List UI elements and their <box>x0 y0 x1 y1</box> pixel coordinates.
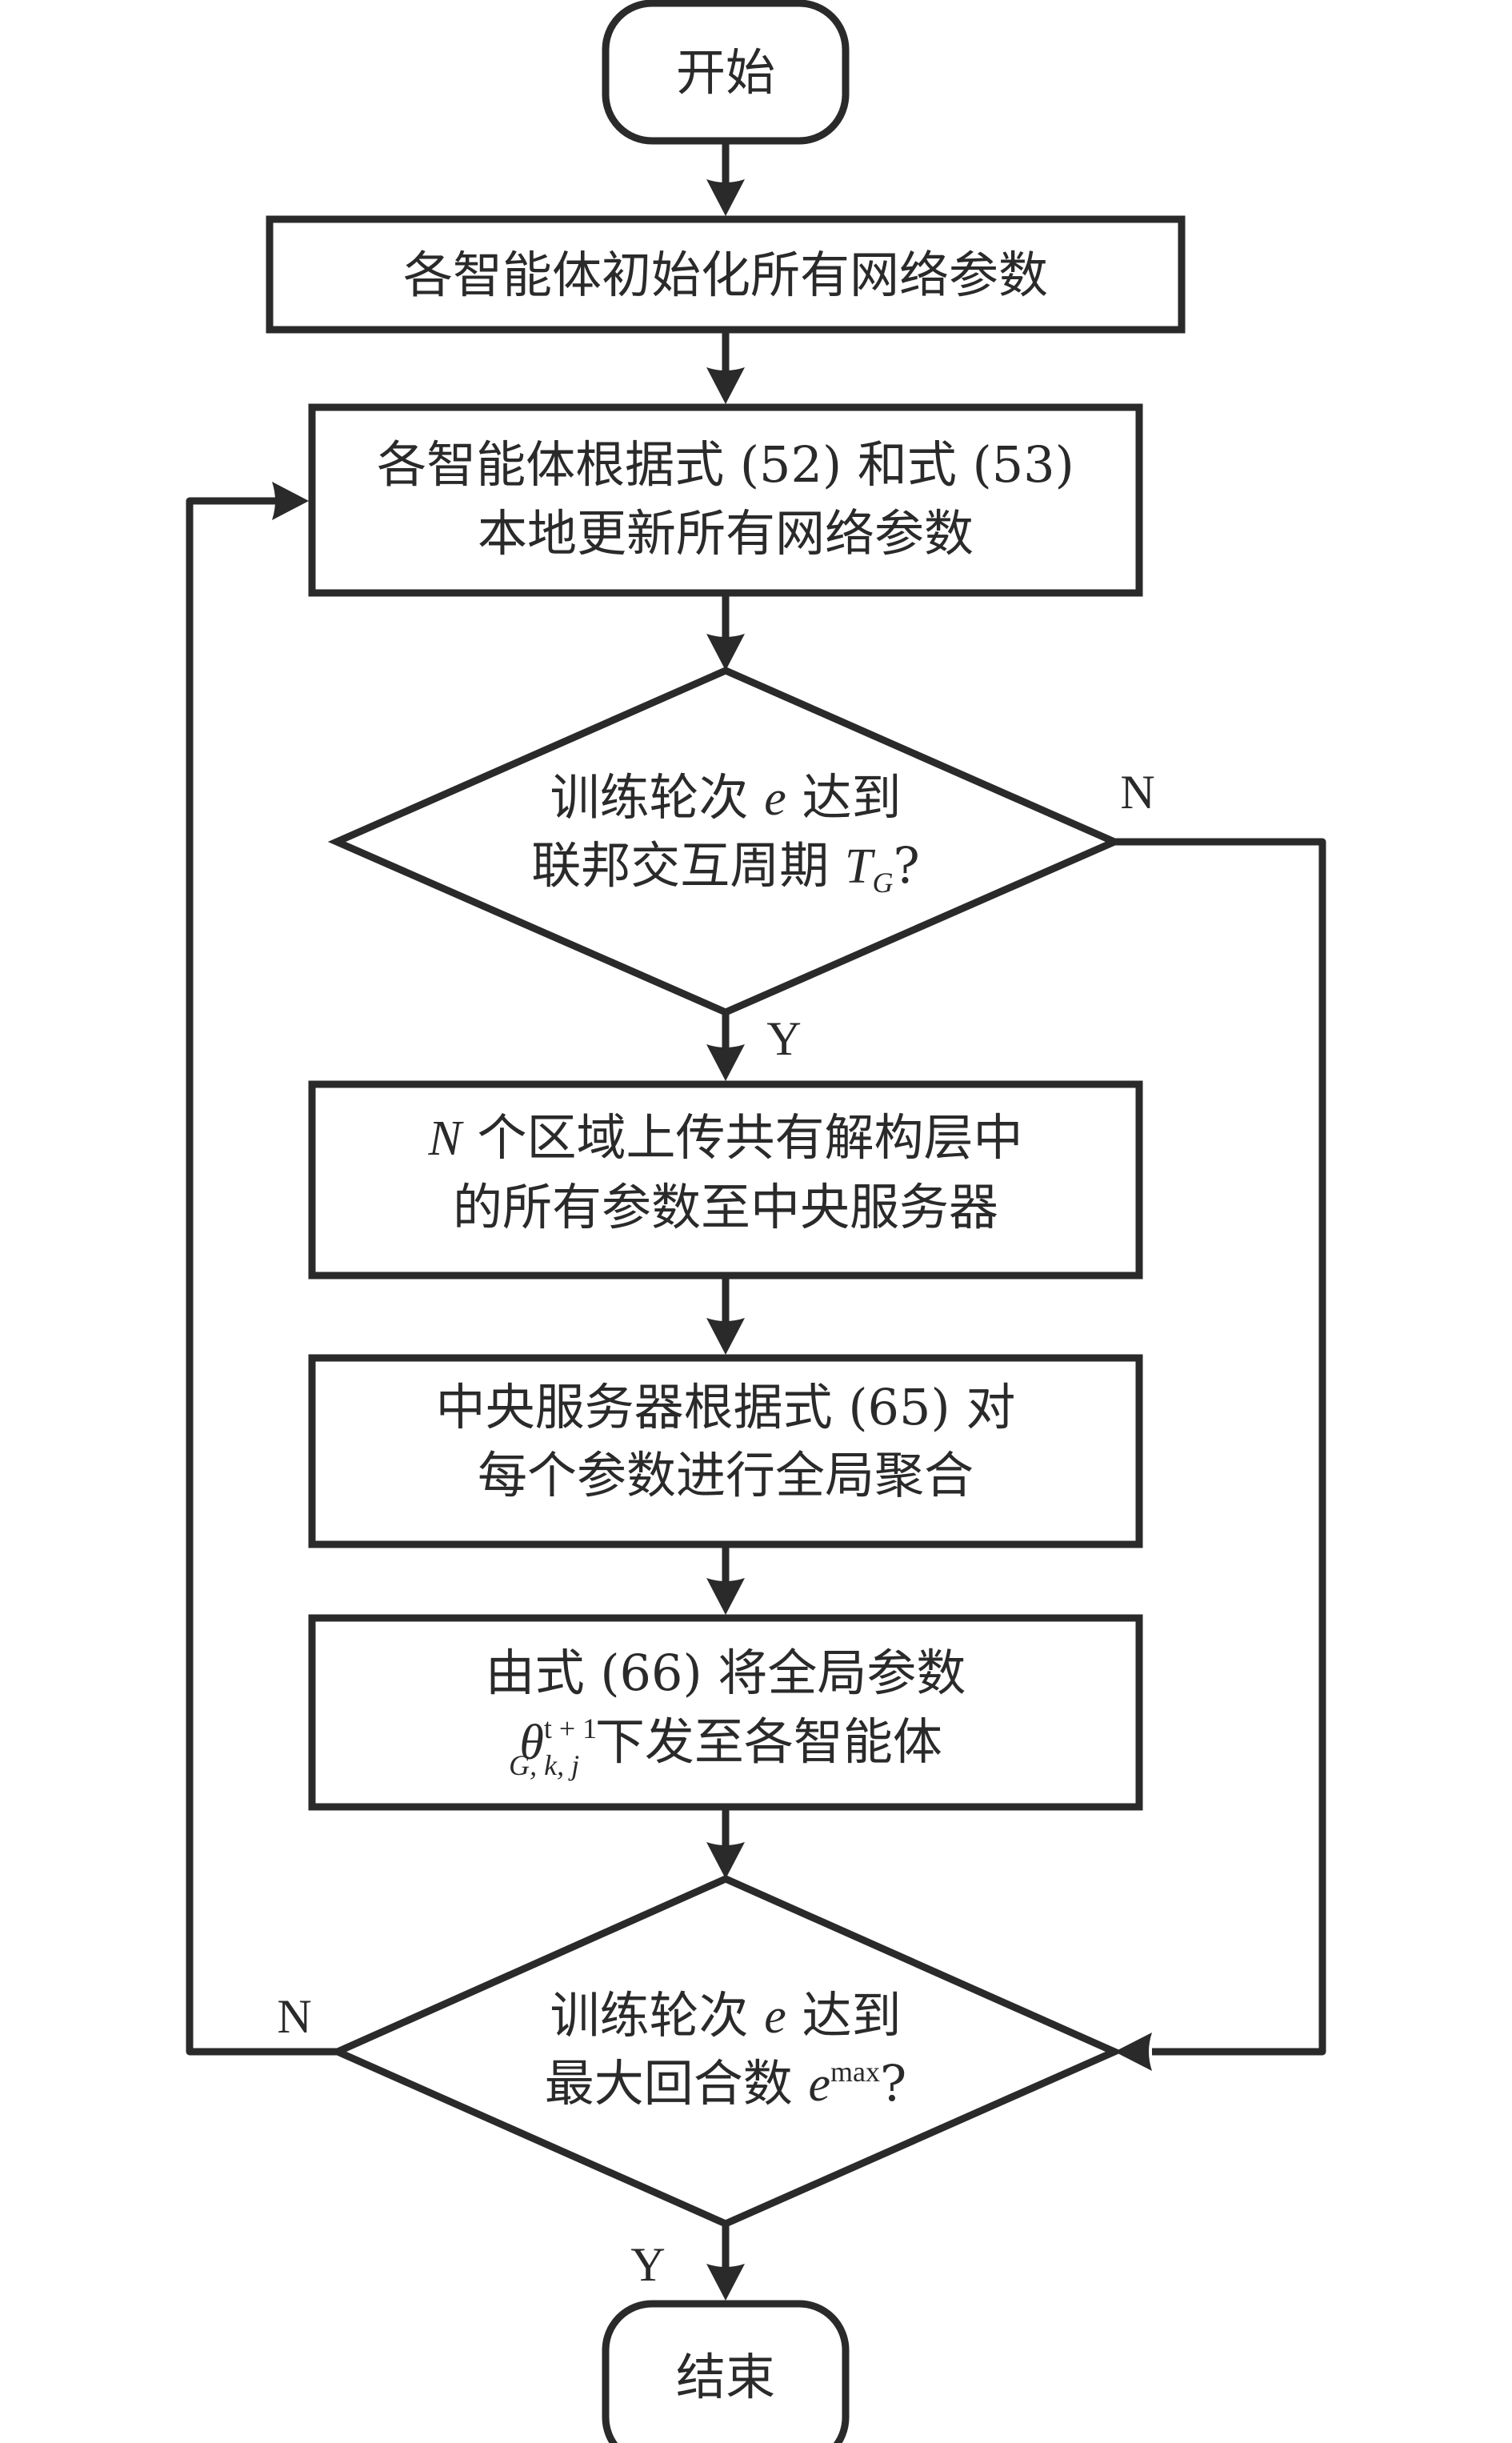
start-node: 开始 <box>602 0 850 145</box>
upload-label-line2: 的所有参数至中央服务器 <box>453 1178 998 1236</box>
upload-label-line1: N 个区域上传共有解构层中 <box>427 1108 1022 1167</box>
init-process-box <box>266 215 1186 334</box>
edge-decision-period-no <box>1114 838 1326 2056</box>
decision-period-yes-label: Y <box>766 1012 801 1065</box>
var-theta: θ <box>519 1716 543 1770</box>
upload-text: 个区域上传共有解构层中 <box>462 1108 1023 1167</box>
upload-node: N 个区域上传共有解构层中 的所有参数至中央服务器 <box>308 1080 1143 1280</box>
edge-decision-max-no <box>186 497 338 2056</box>
question-mark: ? <box>880 2054 906 2113</box>
decision-period-line2: 联邦交互周期 TG? <box>531 836 919 899</box>
superscript-max: max <box>830 2056 880 2088</box>
decision-period-text: 达到 <box>786 768 902 827</box>
decision-period-no-label: N <box>1120 766 1154 819</box>
question-mark: ? <box>893 836 919 895</box>
arrowhead-down-icon <box>706 367 745 404</box>
init-node: 各智能体初始化所有网络参数 <box>266 215 1186 334</box>
init-label: 各智能体初始化所有网络参数 <box>403 246 1048 304</box>
local-update-label-line1: 各智能体根据式 (52) 和式 (53) <box>377 435 1074 494</box>
distribute-node: 由式 (66) 将全局参数 θt + 1 G, k, j 下发至各智能体 <box>308 1614 1143 1811</box>
decision-max-text: 训练轮次 <box>550 1986 765 2045</box>
aggregate-label-line2: 每个参数进行全局聚合 <box>478 1446 974 1504</box>
local-update-process-box <box>308 403 1143 597</box>
superscript-t-plus-1: t + 1 <box>544 1712 597 1744</box>
arrowhead-down-icon <box>706 179 745 216</box>
decision-max-line2: 最大回合数 emax? <box>545 2054 906 2113</box>
local-update-label-line2: 本地更新所有网络参数 <box>478 504 974 563</box>
end-terminator-shape <box>602 2300 850 2443</box>
distribute-label-line2: θt + 1 G, k, j 下发至各智能体 <box>509 1712 942 1781</box>
local-update-node: 各智能体根据式 (52) 和式 (53) 本地更新所有网络参数 <box>308 403 1143 597</box>
arrowhead-down-icon <box>706 1578 745 1615</box>
decision-max-no-label: N <box>277 1990 311 2043</box>
aggregate-node: 中央服务器根据式 (65) 对 每个参数进行全局聚合 <box>308 1354 1143 1548</box>
decision-max-yes-label: Y <box>630 2238 665 2291</box>
end-label: 结束 <box>676 2348 775 2406</box>
start-label: 开始 <box>676 43 775 102</box>
arrowhead-right-icon <box>272 482 309 520</box>
decision-max-text: 达到 <box>786 1986 902 2045</box>
var-N: N <box>427 1111 464 1166</box>
subscript-G: G <box>872 867 893 899</box>
arrowhead-down-icon <box>706 634 745 671</box>
arrowhead-down-icon <box>706 2264 745 2301</box>
upload-process-box <box>308 1080 1143 1280</box>
distribute-text: 下发至各智能体 <box>579 1712 942 1771</box>
aggregate-label-line1: 中央服务器根据式 (65) 对 <box>436 1378 1016 1436</box>
var-e: e <box>808 2057 830 2112</box>
distribute-label-line1: 由式 (66) 将全局参数 <box>486 1644 966 1702</box>
decision-period-text: 训练轮次 <box>550 768 765 827</box>
var-e: e <box>764 1989 786 2044</box>
decision-period-node: 训练轮次 e 达到 联邦交互周期 TG? N Y <box>327 667 1155 1065</box>
arrowhead-down-icon <box>706 1044 745 1081</box>
aggregate-process-box <box>308 1354 1143 1548</box>
arrowhead-down-icon <box>706 1842 745 1879</box>
decision-period-text: 联邦交互周期 <box>531 836 845 895</box>
decision-max-text: 最大回合数 <box>545 2054 809 2113</box>
decision-max-node: 训练轮次 e 达到 最大回合数 emax? N Y <box>277 1875 1124 2291</box>
subscript-G-k-j: G, k, j <box>509 1749 579 1781</box>
decision-period-diamond <box>327 667 1124 1016</box>
arrowhead-down-icon <box>706 1318 745 1355</box>
distribute-process-box <box>308 1614 1143 1811</box>
decision-max-line1: 训练轮次 e 达到 <box>550 1986 902 2045</box>
var-T: T <box>845 839 876 894</box>
arrowhead-left-icon <box>1114 2032 1152 2071</box>
start-terminator-shape <box>602 0 850 145</box>
end-node: 结束 <box>602 2300 850 2443</box>
decision-period-line1: 训练轮次 e 达到 <box>550 768 902 827</box>
decision-max-diamond <box>328 1875 1124 2228</box>
var-e: e <box>764 771 786 826</box>
